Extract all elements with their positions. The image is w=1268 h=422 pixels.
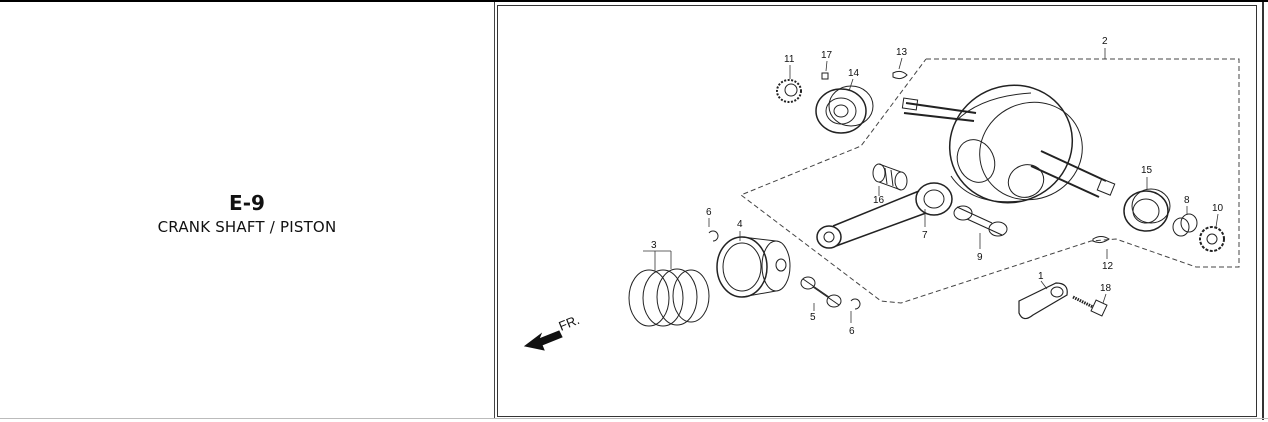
collar-8-part	[1172, 213, 1198, 237]
callout-6a: 6	[706, 207, 712, 218]
front-direction-label: FR.	[557, 312, 582, 334]
connecting-rod-part	[816, 182, 953, 249]
callout-16: 16	[873, 195, 885, 206]
callout-4: 4	[737, 219, 743, 230]
callout-15: 15	[1141, 165, 1153, 176]
piston-pin-part	[800, 276, 842, 308]
callout-11: 11	[784, 54, 795, 65]
bolt-18-part	[1072, 295, 1108, 317]
gear-11-part	[776, 79, 802, 103]
crankshaft-part	[901, 84, 1116, 204]
top-border	[0, 0, 1268, 2]
section-title: CRANK SHAFT / PISTON	[157, 218, 337, 236]
callout-18: 18	[1100, 283, 1112, 294]
leader-lines	[643, 48, 1219, 323]
callout-10: 10	[1212, 203, 1224, 214]
front-direction-arrow-icon	[523, 330, 563, 351]
key-12-part	[1092, 236, 1110, 244]
callout-13: 13	[896, 47, 908, 58]
caption-panel: E-9 CRANK SHAFT / PISTON	[0, 2, 494, 422]
exploded-view-drawing: 1 2 3 4 5 6 6 7 8 9 10 11 12 13 14 15 16…	[523, 36, 1240, 351]
piston-part	[716, 236, 791, 298]
callout-12: 12	[1102, 261, 1114, 272]
crank-pin-part	[953, 205, 1008, 237]
parts-diagram: 1 2 3 4 5 6 6 7 8 9 10 11 12 13 14 15 16…	[497, 5, 1257, 417]
callout-2: 2	[1102, 36, 1108, 47]
callout-7: 7	[922, 230, 928, 241]
bottom-border	[0, 418, 1268, 419]
callout-labels: 1 2 3 4 5 6 6 7 8 9 10 11 12 13 14 15 16…	[651, 36, 1224, 337]
panel-divider	[494, 2, 495, 418]
sprocket-10-part	[1199, 226, 1225, 252]
callout-6b: 6	[849, 326, 855, 337]
key-13-part	[892, 70, 908, 80]
assembly-outline	[739, 58, 1240, 304]
piston-rings-part	[628, 268, 710, 327]
callout-8: 8	[1184, 195, 1190, 206]
clip-6b-part	[850, 298, 861, 310]
arm-1-part	[1018, 282, 1068, 320]
callout-3: 3	[651, 240, 657, 251]
clip-6a-part	[708, 230, 719, 242]
pin-17-part	[821, 72, 829, 80]
callout-5: 5	[810, 312, 816, 323]
callout-9: 9	[977, 252, 983, 263]
callout-17: 17	[821, 50, 833, 61]
needle-bearing-part	[872, 163, 908, 191]
right-border	[1262, 2, 1264, 420]
callout-14: 14	[848, 68, 860, 79]
bearing-15-part	[1123, 188, 1171, 232]
section-code: E-9	[229, 191, 265, 215]
bearing-14-part	[815, 85, 874, 134]
callout-1: 1	[1038, 271, 1044, 282]
